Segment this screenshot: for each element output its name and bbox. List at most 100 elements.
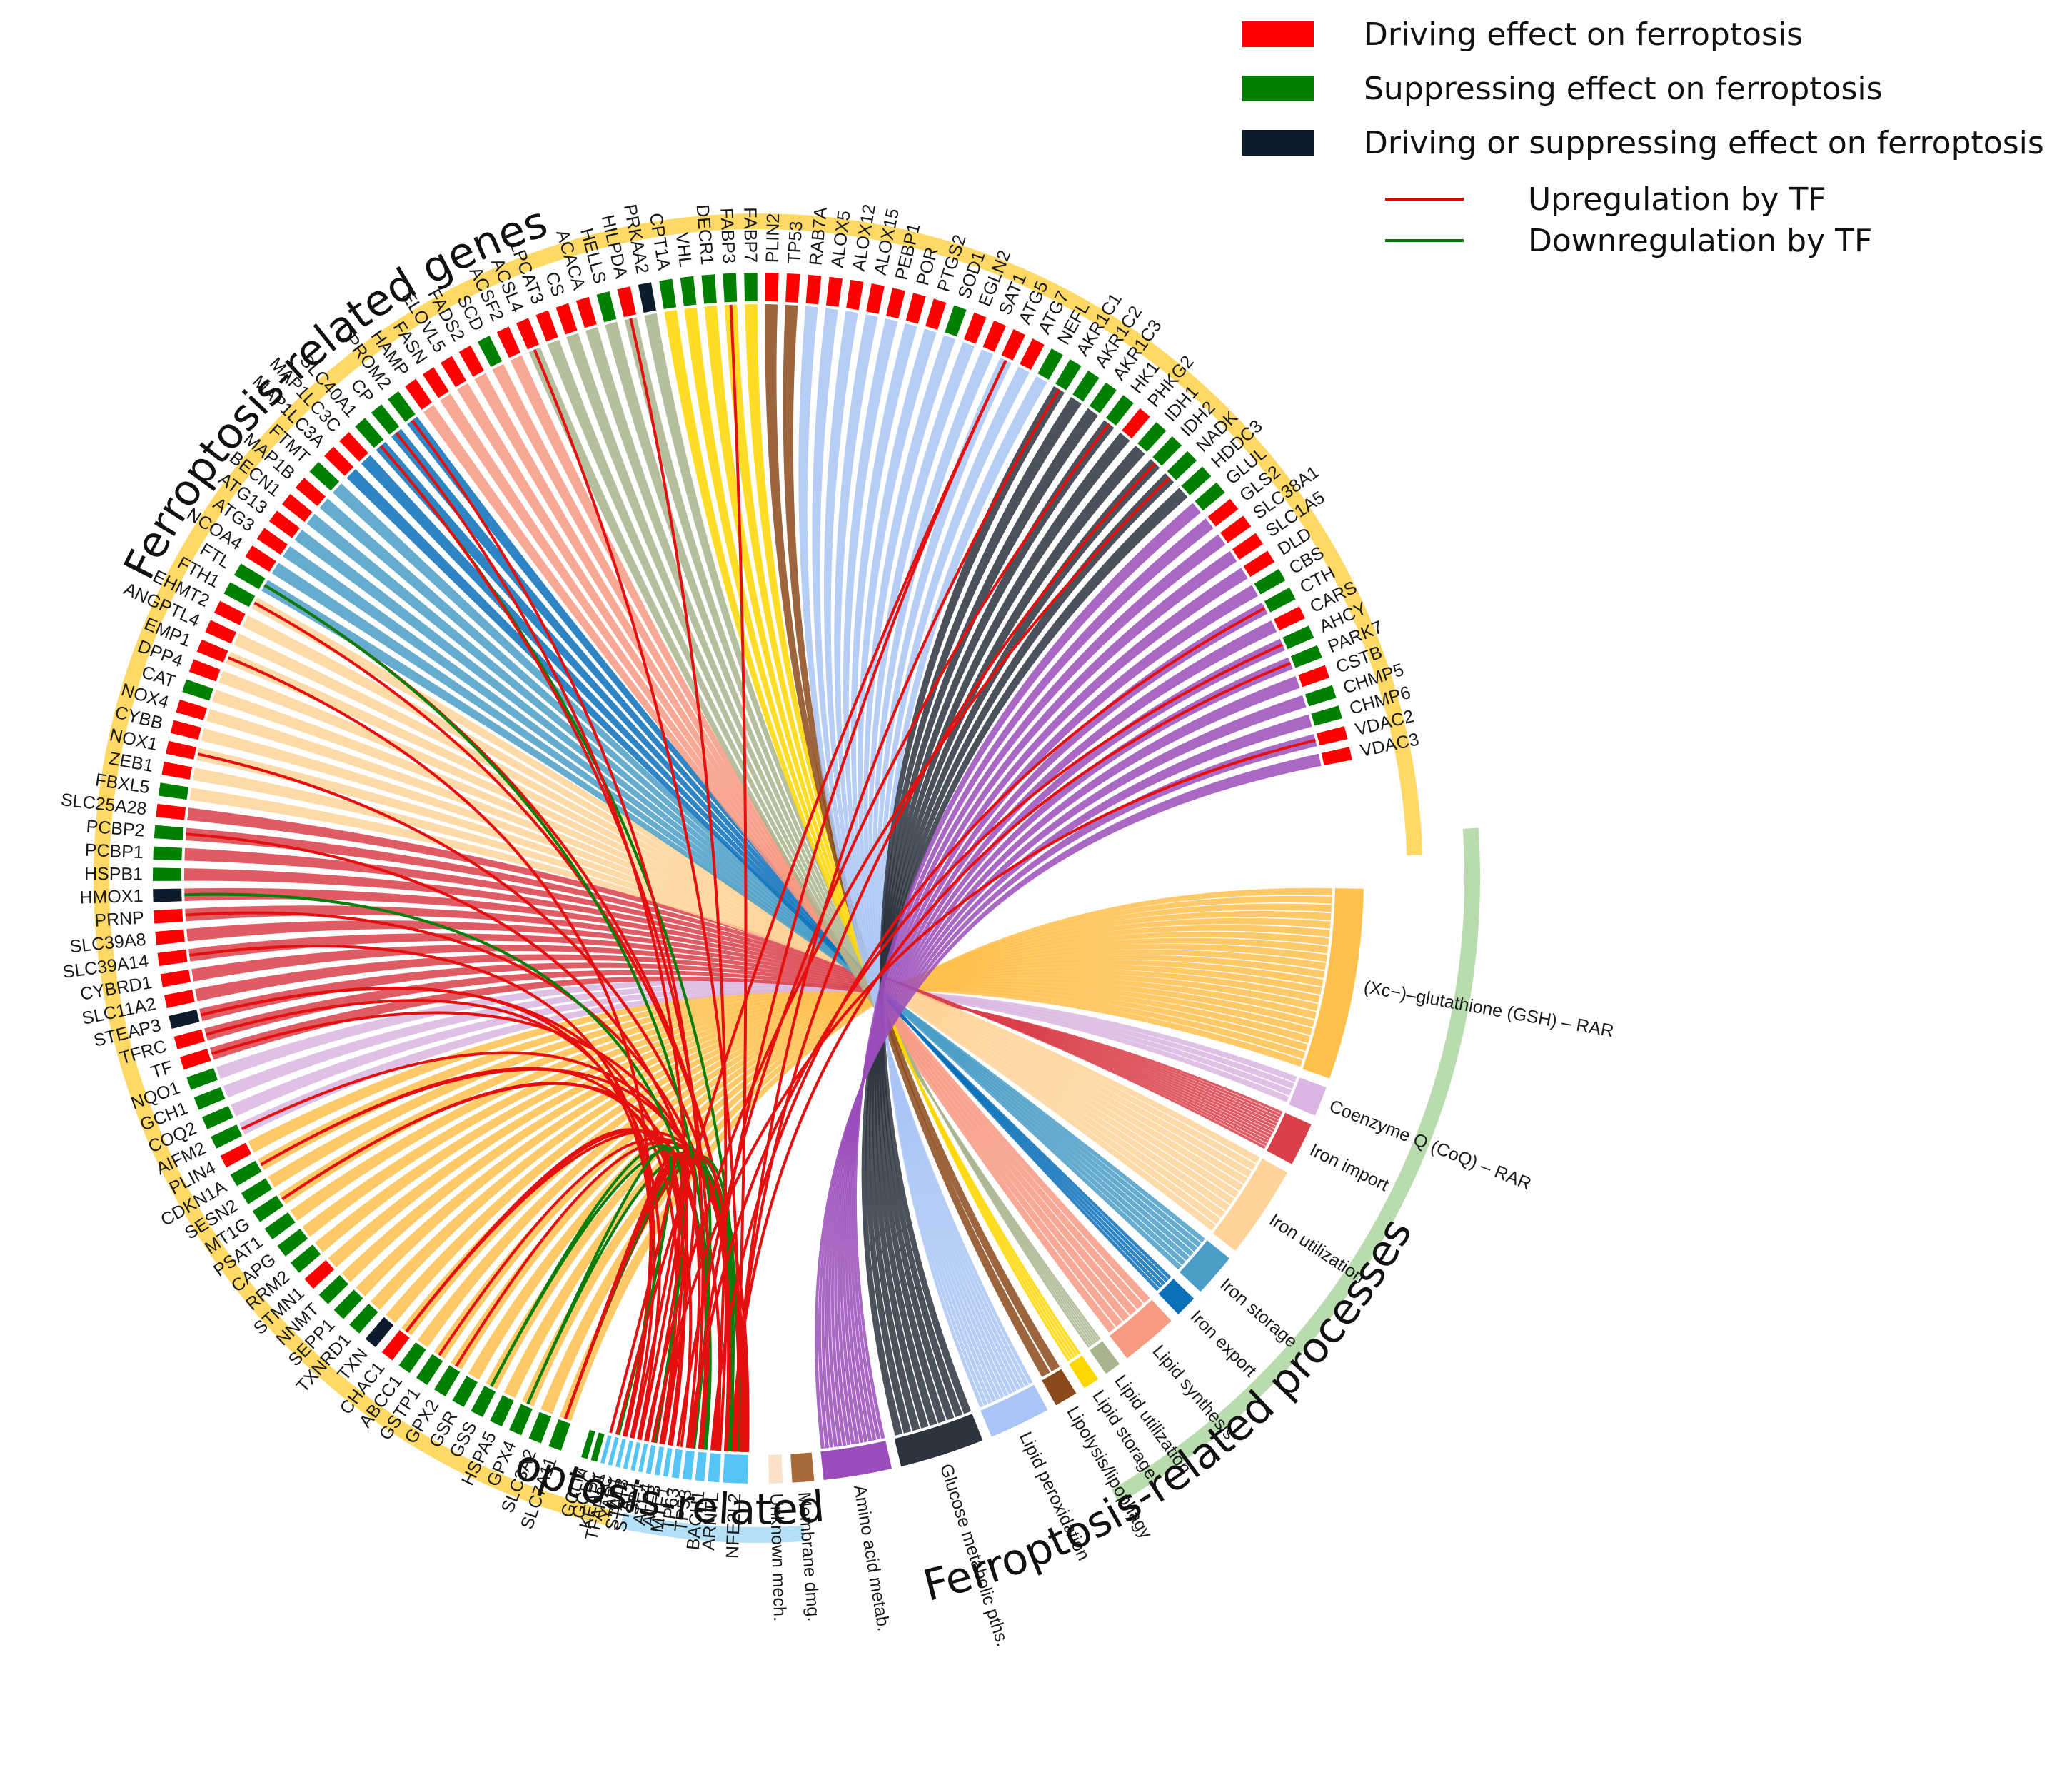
- gene-segment-TP53: [785, 273, 800, 303]
- gene-segment-ALOX15: [866, 283, 885, 314]
- tf-segment-GCLM: [581, 1429, 595, 1459]
- tf-segment-ATF3: [654, 1446, 665, 1476]
- tf-segment-STAT1: [630, 1441, 641, 1471]
- process-segment-0: [1302, 888, 1364, 1079]
- gene-segment-NNMT: [318, 1274, 348, 1304]
- gene-segment-PHKG2: [1122, 408, 1150, 439]
- gene-segment-PRKAA2: [638, 282, 657, 313]
- gene-segment-LPCAT3: [535, 310, 558, 342]
- regulation-line-SP1-NADK: [644, 476, 1171, 1441]
- gene-segment-ACACA: [575, 296, 597, 328]
- gene-label-PCBP1: PCBP1: [84, 840, 144, 862]
- gene-segment-EGLN2: [964, 312, 987, 344]
- regulation-line-NFE2L2-IDH2: [731, 462, 1157, 1452]
- tf-segment-TP63: [671, 1449, 683, 1479]
- process-segment-5: [1158, 1279, 1195, 1314]
- legend-line-upregulation: [1385, 198, 1464, 201]
- gene-segment-CHAC1: [381, 1329, 410, 1361]
- ribbon-gene-NCOA4: [271, 563, 1202, 1247]
- gene-segment-AIFM2: [211, 1124, 243, 1149]
- tfs-group-arc: [620, 1513, 805, 1544]
- gene-segment-NCOA4: [245, 545, 276, 572]
- gene-segment-NQO1: [186, 1068, 218, 1090]
- ribbon-gene-GLUL: [854, 503, 1201, 1439]
- ribbon-gene-GSTP1: [433, 937, 1329, 1359]
- process-label-0: (Xc−)–glutathione (GSH) – RAR: [1362, 977, 1615, 1041]
- gene-segment-CAPG: [277, 1228, 308, 1257]
- gene-segment-CHMP6: [1311, 705, 1342, 726]
- gene-segment-CDKN1A: [230, 1160, 262, 1187]
- gene-segment-GLS2: [1207, 498, 1239, 527]
- gene-segment-GCH1: [193, 1087, 226, 1110]
- gene-segment-CTH: [1264, 587, 1296, 613]
- gene-segment-GSR: [452, 1376, 478, 1407]
- gene-segment-ATG7: [1020, 338, 1045, 370]
- regulation-line-ARNTL-HILPDA: [629, 318, 728, 1451]
- group-arcs: [93, 213, 1481, 1544]
- gene-segment-CYBRD1: [160, 970, 191, 987]
- gene-segment-STEAP3: [169, 1009, 200, 1030]
- gene-segment-HDDC3: [1181, 466, 1212, 495]
- gene-segment-SLC3A2: [528, 1411, 552, 1444]
- process-segment-12: [820, 1441, 892, 1481]
- gene-label-TP53: TP53: [784, 221, 806, 264]
- ribbon-gene-ATG13: [294, 530, 1194, 1257]
- process-segment-11: [894, 1414, 983, 1467]
- legend-swatch-driving: [1242, 21, 1314, 47]
- tf-segment-ATF4: [645, 1444, 656, 1474]
- ribbon-gene-ALOX15: [834, 314, 1021, 1391]
- gene-segment-HMOX1: [153, 888, 182, 902]
- ribbon-gene-SLC11A2: [195, 954, 1279, 1123]
- gene-segment-ATG3: [256, 528, 288, 555]
- gene-segment-TXN: [365, 1317, 394, 1348]
- gene-segment-HSPA5: [490, 1395, 514, 1427]
- legend-label-both: Driving or suppressing effect on ferropt…: [1364, 124, 2044, 161]
- gene-segment-FASN: [422, 367, 449, 398]
- gene-segment-EMP1: [196, 639, 228, 663]
- gene-segment-PCBP2: [154, 825, 184, 840]
- legend: Driving effect on ferroptosis Suppressin…: [1242, 7, 2063, 261]
- gene-segment-HILPDA: [617, 286, 637, 318]
- gene-segment-NEFL: [1037, 348, 1063, 380]
- gene-segment-ANGPTL4: [205, 620, 237, 644]
- gene-segment-CHMP5: [1304, 685, 1337, 707]
- legend-swatch-suppressing: [1242, 76, 1314, 101]
- gene-segment-PRNP: [154, 909, 183, 924]
- ribbon-gene-RRM2: [315, 976, 1317, 1253]
- gene-label-FABP3: FABP3: [716, 208, 739, 264]
- gene-segment-ELOVL5: [440, 356, 467, 388]
- gene-segment-AHCY: [1282, 625, 1314, 650]
- ribbon-gene-MAP1LC3C: [361, 455, 1169, 1283]
- process-label-2: Iron import: [1307, 1140, 1392, 1196]
- gene-segment-IDH1: [1137, 421, 1167, 452]
- process-segment-8: [1069, 1355, 1099, 1389]
- gene-segment-STMN1: [304, 1259, 335, 1289]
- genes-group-arc: [93, 213, 1423, 1526]
- process-segment-10: [980, 1384, 1048, 1437]
- ribbon-gene-SAT1: [872, 349, 997, 1402]
- tf-label-NFE2L2: NFE2L2: [723, 1493, 745, 1559]
- gene-segment-SAT1: [982, 320, 1007, 352]
- gene-segment-CARS: [1274, 606, 1305, 631]
- tf-segment-GCLC: [590, 1432, 605, 1462]
- gene-label-PCBP2: PCBP2: [86, 817, 146, 841]
- gene-segment-SLC38A1: [1220, 515, 1252, 543]
- legend-item-downregulation: Downregulation by TF: [1242, 220, 2063, 261]
- gene-segment-MT1G: [252, 1195, 284, 1222]
- gene-segment-RAB7A: [805, 274, 822, 305]
- gene-segment-SLC7A11: [548, 1419, 570, 1451]
- ribbon-gene-COQ2: [231, 985, 1294, 1117]
- process-segment-1: [1289, 1077, 1327, 1116]
- ribbon-gene-ABCC1: [417, 943, 1327, 1348]
- gene-segment-AKR1C1: [1055, 359, 1082, 391]
- gene-segment-FABP3: [723, 273, 738, 303]
- gene-segment-PTGS2: [925, 298, 947, 330]
- regulation-line-TP63-HK1: [676, 423, 1111, 1447]
- gene-segment-MAP1LC3A: [324, 446, 354, 476]
- ribbon-gene-CYBRD1: [191, 944, 1277, 1127]
- gene-segment-CPT1A: [659, 278, 677, 309]
- gene-segment-PLIN4: [220, 1142, 252, 1168]
- gene-segment-SLC40A1: [355, 418, 384, 448]
- gene-segment-HK1: [1105, 395, 1134, 426]
